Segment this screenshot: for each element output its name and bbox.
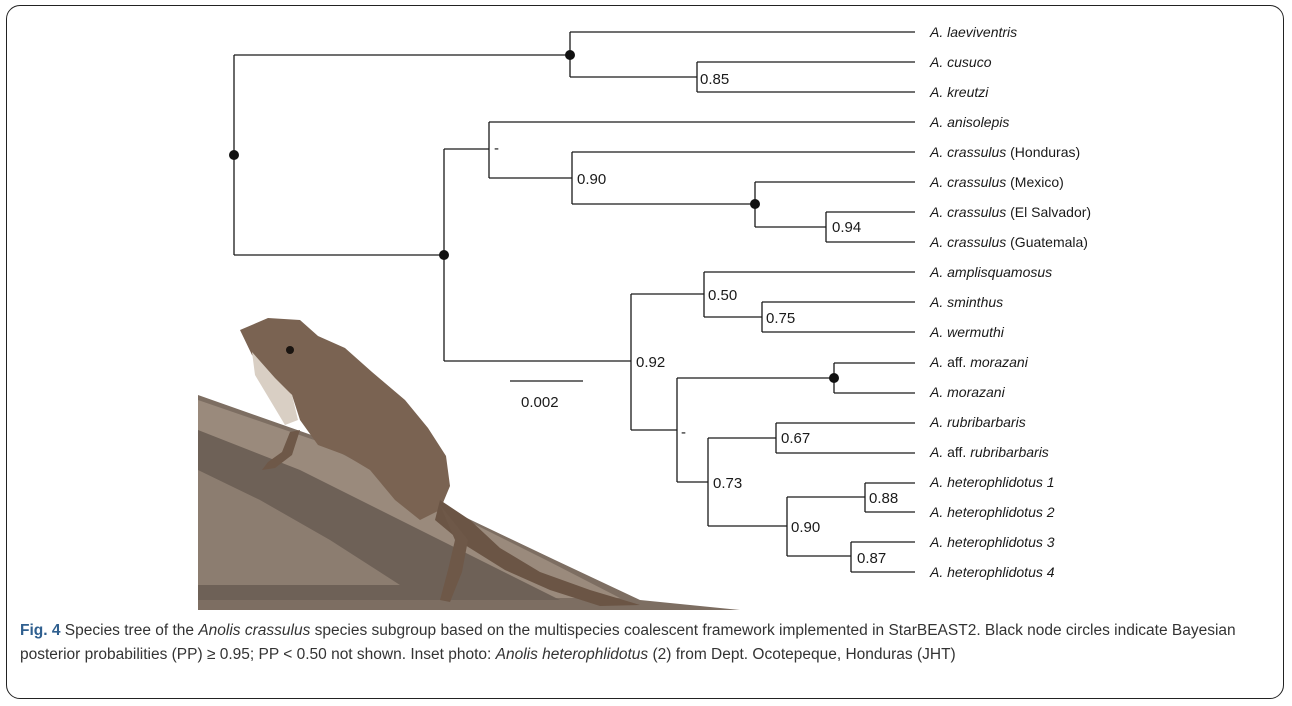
tip-label-part: A. laeviventris <box>929 24 1017 40</box>
tip-label-part: A. kreutzi <box>929 84 989 100</box>
tip-label-part: (El Salvador) <box>1006 204 1091 220</box>
tip-label: A. heterophlidotus 4 <box>929 564 1055 580</box>
tip-label: A. heterophlidotus 2 <box>929 504 1055 520</box>
tip-label: A. heterophlidotus 3 <box>929 534 1055 550</box>
tip-label: A. amplisquamosus <box>929 264 1052 280</box>
tip-label-part: A. crassulus <box>929 204 1006 220</box>
tip-labels: A. laeviventris A. cusuco A. kreutzi A. ani… <box>929 24 1091 580</box>
pp-label: 0.88 <box>869 490 898 507</box>
tip-label: A. crassulus (El Salvador) <box>929 204 1091 220</box>
tip-label-part: A. heterophlidotus 4 <box>929 564 1055 580</box>
tip-label-part: A. heterophlidotus 3 <box>929 534 1055 550</box>
pp-label: 0.85 <box>700 71 729 88</box>
tip-label-part: A. rubribarbaris <box>929 414 1026 430</box>
figure-number: Fig. 4 <box>20 622 60 639</box>
phylogenetic-tree: 0.85 - 0.90 0.94 0.50 0.75 0.92 - 0.73 0… <box>0 0 1292 610</box>
tip-label-part: A. anisolepis <box>929 114 1009 130</box>
pp-label: 0.67 <box>781 430 810 447</box>
node-dot-main-clade <box>439 250 449 260</box>
scale-bar-label: 0.002 <box>521 394 559 411</box>
tip-label-part: A. sminthus <box>929 294 1003 310</box>
node-dot-laeviventris-group <box>565 50 575 60</box>
tip-label: A. crassulus (Mexico) <box>929 174 1064 190</box>
tip-label: A. heterophlidotus 1 <box>929 474 1055 490</box>
tip-label-part: aff. <box>943 354 970 370</box>
tip-label: A. morazani <box>929 384 1006 400</box>
tip-label: A. rubribarbaris <box>929 414 1026 430</box>
pp-label: 0.92 <box>636 354 665 371</box>
pp-label: 0.94 <box>832 219 861 236</box>
tip-label: A. aff. rubribarbaris <box>929 444 1049 460</box>
caption-taxon: Anolis crassulus <box>198 622 310 639</box>
pp-label: - <box>494 140 499 157</box>
tip-label-part: (Honduras) <box>1006 144 1080 160</box>
tip-label-part: A. amplisquamosus <box>929 264 1052 280</box>
tip-label-part: A. crassulus <box>929 174 1006 190</box>
pp-label: 0.90 <box>577 171 606 188</box>
high-support-node-markers <box>229 50 839 383</box>
pp-label: 0.87 <box>857 550 886 567</box>
tip-label: A. sminthus <box>929 294 1003 310</box>
tip-label-part: A. heterophlidotus 2 <box>929 504 1055 520</box>
tip-label: A. laeviventris <box>929 24 1017 40</box>
node-dot-crassulus-inner <box>750 199 760 209</box>
pp-label: 0.50 <box>708 287 737 304</box>
tip-label-part: aff. <box>943 444 970 460</box>
tip-label: A. kreutzi <box>929 84 989 100</box>
scale-bar: 0.002 <box>510 381 583 411</box>
pp-label: 0.90 <box>791 519 820 536</box>
tip-label-part: morazani <box>970 354 1028 370</box>
tip-label-part: A. wermuthi <box>929 324 1005 340</box>
caption-taxon: Anolis heterophlidotus <box>496 646 649 663</box>
tip-label: A. anisolepis <box>929 114 1009 130</box>
node-dot-morazani <box>829 373 839 383</box>
tip-label: A. crassulus (Guatemala) <box>929 234 1088 250</box>
tip-label-part: (Guatemala) <box>1006 234 1088 250</box>
node-dot-root <box>229 150 239 160</box>
pp-label: 0.75 <box>766 310 795 327</box>
inset-photo-lizard <box>198 318 760 610</box>
tip-label: A. aff. morazani <box>929 354 1029 370</box>
caption-text: Species tree of the <box>60 622 198 639</box>
tip-label-part: A. heterophlidotus 1 <box>929 474 1055 490</box>
pp-label: - <box>681 424 686 441</box>
tip-label-part: A. crassulus <box>929 234 1006 250</box>
tip-label-part: A. <box>929 444 943 460</box>
tip-label-part: (Mexico) <box>1006 174 1064 190</box>
figure-caption: Fig. 4 Species tree of the Anolis crassu… <box>20 619 1270 667</box>
tip-label-part: A. crassulus <box>929 144 1006 160</box>
tip-label-part: A. cusuco <box>929 54 992 70</box>
tip-label: A. wermuthi <box>929 324 1005 340</box>
tip-label-part: rubribarbaris <box>970 444 1049 460</box>
tip-label: A. crassulus (Honduras) <box>929 144 1080 160</box>
tip-label-part: A. morazani <box>929 384 1006 400</box>
pp-label: 0.73 <box>713 475 742 492</box>
tip-label: A. cusuco <box>929 54 992 70</box>
tip-label-part: A. <box>929 354 943 370</box>
caption-text: (2) from Dept. Ocotepeque, Honduras (JHT… <box>648 646 956 663</box>
support-values: 0.85 - 0.90 0.94 0.50 0.75 0.92 - 0.73 0… <box>494 71 898 567</box>
